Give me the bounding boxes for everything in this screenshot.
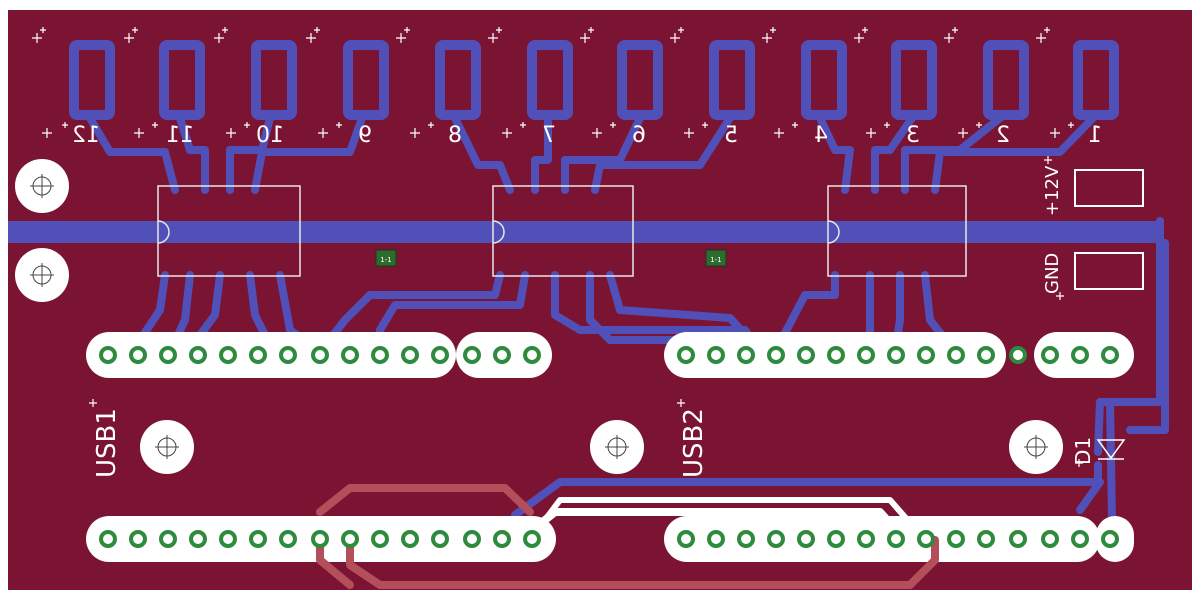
led-label-1: 1 bbox=[1088, 123, 1102, 148]
led-label-6: 6 bbox=[632, 123, 646, 148]
resistor-1-label: 1-1 bbox=[380, 256, 391, 264]
mount-hole-2 bbox=[14, 247, 70, 303]
led-label-8: 8 bbox=[448, 123, 462, 148]
mount-hole-1 bbox=[14, 158, 70, 214]
pad-12v bbox=[1074, 169, 1144, 207]
ic-3 bbox=[827, 185, 967, 277]
led-labels: 12 11 10 9 8 7 6 5 4 3 2 1 bbox=[72, 123, 1102, 148]
mount-hole-4 bbox=[589, 419, 645, 475]
led-label-11: 11 bbox=[166, 123, 194, 148]
mount-hole-5 bbox=[1008, 419, 1064, 475]
header-usb1-top bbox=[86, 332, 456, 378]
resistor-2: 1-1 bbox=[705, 249, 727, 267]
led-label-9: 9 bbox=[358, 123, 372, 148]
led-label-4: 4 bbox=[814, 123, 828, 148]
ic-2 bbox=[492, 185, 634, 277]
pad-gnd bbox=[1074, 252, 1144, 290]
board-substrate bbox=[8, 10, 1192, 590]
resistor-1: 1-1 bbox=[375, 249, 397, 267]
resistor-2-label: 1-1 bbox=[710, 256, 721, 264]
mount-hole-3 bbox=[139, 419, 195, 475]
led-label-7: 7 bbox=[542, 123, 556, 148]
label-gnd: GND bbox=[1042, 253, 1063, 294]
led-pads bbox=[69, 40, 1119, 120]
led-label-12: 12 bbox=[72, 123, 100, 148]
silk-plus-markers bbox=[32, 27, 1083, 467]
gnd-bus-trace bbox=[8, 221, 1164, 243]
header-usb2-bottom bbox=[664, 516, 1100, 562]
label-usb2: USB2 bbox=[679, 408, 709, 478]
led-label-5: 5 bbox=[724, 123, 738, 148]
ic-outlines bbox=[157, 185, 967, 277]
label-usb1: USB1 bbox=[92, 408, 122, 478]
led-label-3: 3 bbox=[906, 123, 920, 148]
label-12v: +12V bbox=[1042, 165, 1063, 216]
label-d1: D1 bbox=[1071, 437, 1095, 465]
ic-1 bbox=[157, 185, 301, 277]
header-pins bbox=[99, 346, 1119, 548]
led-label-10: 10 bbox=[256, 123, 284, 148]
led-label-2: 2 bbox=[996, 123, 1010, 148]
diode-d1 bbox=[1096, 439, 1126, 460]
